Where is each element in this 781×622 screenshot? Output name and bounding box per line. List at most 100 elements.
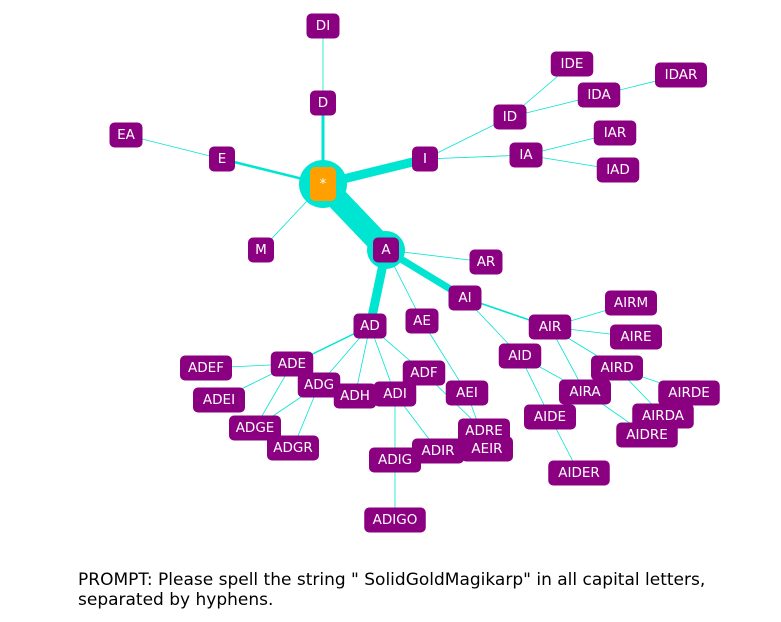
node-label: AD bbox=[360, 318, 380, 334]
node-ADH: ADH bbox=[333, 383, 377, 409]
node-box bbox=[448, 285, 482, 311]
node-box bbox=[493, 104, 527, 130]
node-box bbox=[469, 249, 503, 275]
node-box bbox=[550, 51, 594, 77]
node-label: ADRE bbox=[465, 423, 503, 439]
node-AEIR: AEIR bbox=[461, 436, 513, 462]
node-ADGR: ADGR bbox=[267, 435, 319, 461]
node-label: AR bbox=[477, 254, 496, 270]
node-AIDRE: AIDRE bbox=[616, 422, 678, 448]
node-box bbox=[402, 360, 446, 386]
node-E: E bbox=[209, 146, 235, 172]
node-box bbox=[616, 422, 678, 448]
node-label: A bbox=[381, 242, 391, 258]
node-label: ADIG bbox=[378, 452, 412, 468]
node-IDE: IDE bbox=[550, 51, 594, 77]
node-box bbox=[333, 383, 377, 409]
node-label: AIRE bbox=[620, 329, 651, 345]
node-D: D bbox=[310, 90, 336, 116]
node-ID: ID bbox=[493, 104, 527, 130]
node-box bbox=[524, 404, 576, 430]
node-ADEI: ADEI bbox=[193, 387, 245, 413]
node-AIRDA: AIRDA bbox=[632, 403, 694, 429]
node-ADIGO: ADIGO bbox=[364, 507, 426, 533]
node-box bbox=[509, 142, 543, 168]
node-label: ADEI bbox=[203, 392, 235, 408]
node-box bbox=[310, 167, 336, 201]
node-box bbox=[405, 308, 439, 334]
node-label: EA bbox=[117, 127, 136, 143]
node-box bbox=[229, 415, 281, 441]
node-AIDE: AIDE bbox=[524, 404, 576, 430]
node-label: I bbox=[423, 151, 427, 167]
edge-A-AD bbox=[365, 249, 391, 327]
node-box bbox=[596, 157, 640, 183]
node-label: IA bbox=[519, 147, 533, 163]
node-AIRDE: AIRDE bbox=[658, 380, 720, 406]
node-AI: AI bbox=[448, 285, 482, 311]
node-box bbox=[193, 387, 245, 413]
node-box bbox=[109, 122, 143, 148]
node-I: I bbox=[412, 146, 438, 172]
node-box bbox=[267, 435, 319, 461]
node-label: AID bbox=[508, 348, 532, 364]
node-label: IAR bbox=[604, 125, 627, 141]
node-label: ADIGO bbox=[373, 512, 418, 528]
node-box bbox=[209, 146, 235, 172]
node-box bbox=[248, 237, 274, 263]
node-IDA: IDA bbox=[577, 82, 621, 108]
node-A: A bbox=[373, 237, 399, 263]
node-box bbox=[310, 90, 336, 116]
node-box bbox=[461, 436, 513, 462]
edge-A-AR bbox=[385, 249, 487, 263]
node-box bbox=[577, 82, 621, 108]
node-box bbox=[445, 380, 489, 406]
node-AIR: AIR bbox=[528, 314, 572, 340]
node-label: ADGE bbox=[236, 420, 275, 436]
node-AR: AR bbox=[469, 249, 503, 275]
node-box bbox=[559, 379, 611, 405]
node-box bbox=[548, 460, 610, 486]
node-box bbox=[270, 351, 314, 377]
node-AIRA: AIRA bbox=[559, 379, 611, 405]
node-root: * bbox=[310, 167, 336, 201]
edge-root-E bbox=[221, 157, 324, 186]
node-ADG: ADG bbox=[297, 372, 341, 398]
node-IAR: IAR bbox=[593, 120, 637, 146]
node-label: AIRA bbox=[569, 384, 601, 400]
node-label: AIRDA bbox=[642, 408, 685, 424]
node-EA: EA bbox=[109, 122, 143, 148]
edge-I-IA bbox=[424, 154, 527, 160]
node-box bbox=[528, 314, 572, 340]
node-box bbox=[632, 403, 694, 429]
edge-root-I bbox=[321, 154, 427, 189]
node-box bbox=[593, 120, 637, 146]
node-label: AEIR bbox=[471, 441, 502, 457]
node-ADIG: ADIG bbox=[369, 447, 421, 473]
node-AD: AD bbox=[353, 313, 387, 339]
node-label: AIR bbox=[539, 319, 562, 335]
node-label: ADIR bbox=[422, 443, 455, 459]
node-label: IDAR bbox=[665, 67, 698, 83]
node-label: ADH bbox=[340, 388, 370, 404]
node-label: AIDE bbox=[534, 409, 566, 425]
node-label: AEI bbox=[456, 385, 478, 401]
node-box bbox=[658, 380, 720, 406]
node-label: AIDRE bbox=[626, 427, 668, 443]
node-box bbox=[364, 507, 426, 533]
node-label: D bbox=[318, 95, 328, 111]
node-box bbox=[412, 438, 464, 464]
node-box bbox=[373, 381, 417, 407]
node-label: ADF bbox=[410, 365, 437, 381]
node-label: ADG bbox=[304, 377, 334, 393]
node-box bbox=[373, 237, 399, 263]
node-box bbox=[605, 290, 657, 316]
node-box bbox=[369, 447, 421, 473]
node-label: AI bbox=[458, 290, 471, 306]
node-label: IDE bbox=[561, 56, 584, 72]
node-IDAR: IDAR bbox=[655, 62, 707, 88]
node-box bbox=[353, 313, 387, 339]
node-ADGE: ADGE bbox=[229, 415, 281, 441]
node-ADIR: ADIR bbox=[412, 438, 464, 464]
